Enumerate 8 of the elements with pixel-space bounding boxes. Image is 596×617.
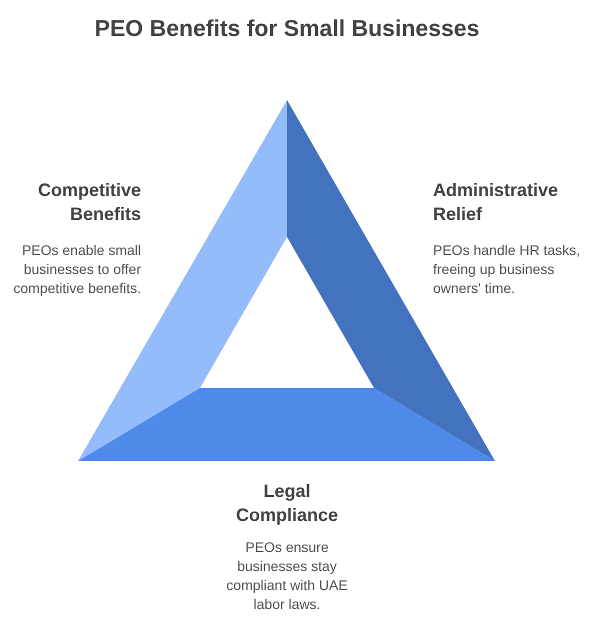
segment-heading: Competitive Benefits: [36, 179, 141, 226]
segment-heading: Legal Compliance: [234, 480, 340, 527]
segment-description: PEOs handle HR tasks, freeing up business owners' time.: [433, 241, 582, 298]
diagram-title: PEO Benefits for Small Businesses: [94, 14, 480, 42]
segment-heading: Administrative Relief: [433, 179, 560, 226]
segment-description: PEOs ensure businesses stay compliant with UAE labor laws.: [225, 538, 349, 614]
triangle-segment: [78, 388, 495, 461]
segment-description: PEOs enable small businesses to offer competitive benefits.: [12, 241, 141, 298]
